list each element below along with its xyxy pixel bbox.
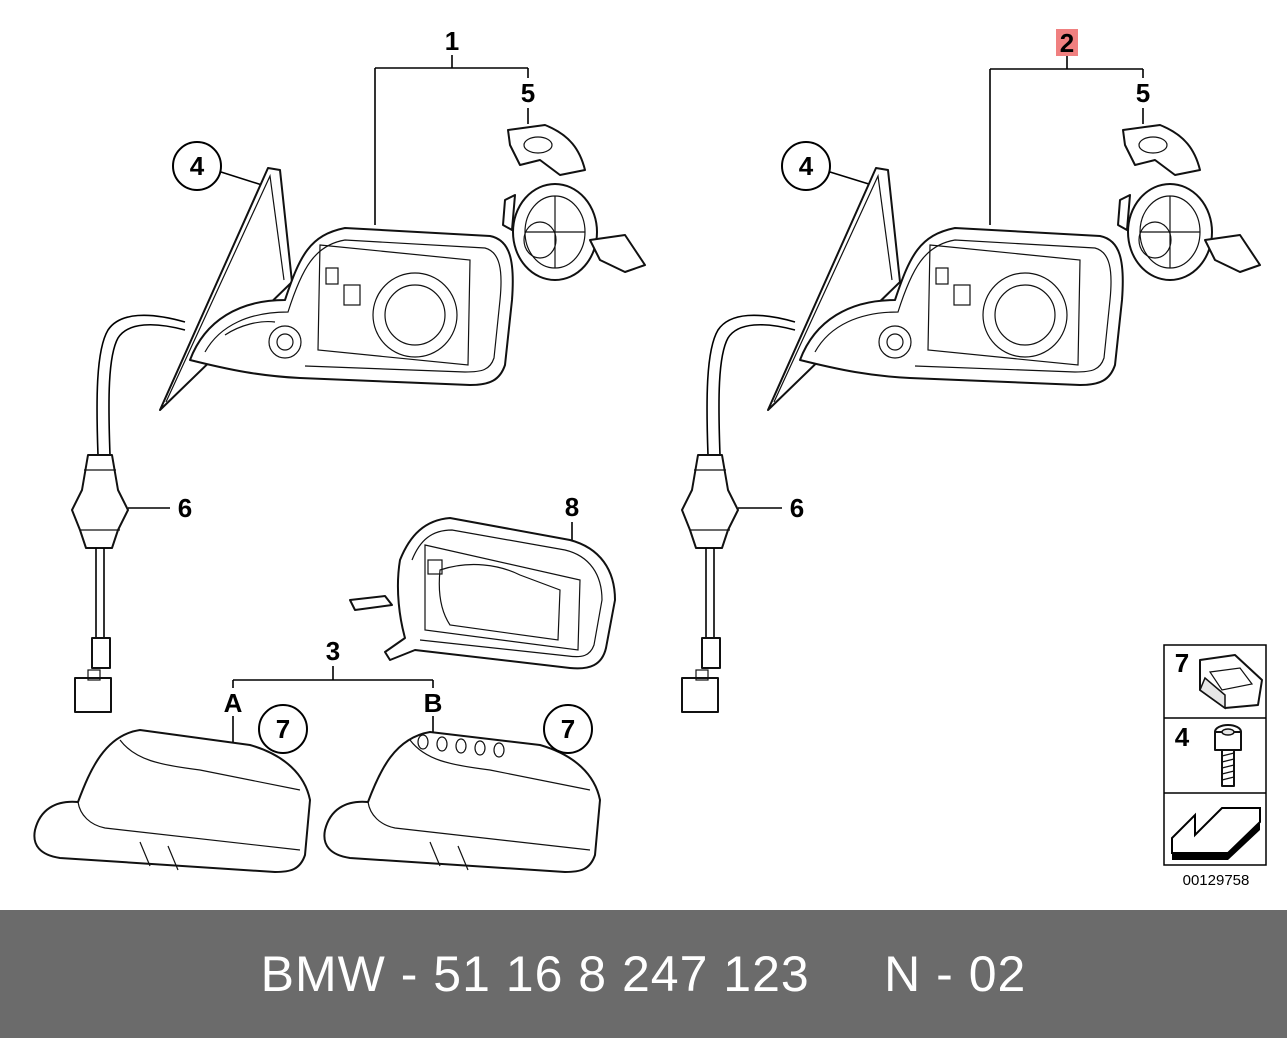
- legend-number-4: 4: [1175, 722, 1190, 752]
- callout-1: 1: [445, 26, 459, 56]
- clip-icon: [1199, 654, 1263, 710]
- mirror-frame: 8: [349, 492, 616, 670]
- wiring-cable-right: [681, 314, 796, 713]
- callout-6-left: 6: [178, 493, 192, 523]
- parts-diagram: 1 5 4: [33, 26, 1267, 889]
- callout-circle-4-left: [172, 141, 222, 191]
- mirror-housing-left: [189, 227, 514, 386]
- callout-3: 3: [326, 636, 340, 666]
- diagram-id: 00129758: [1183, 872, 1250, 889]
- left-mirror-assembly: 1 5 4: [33, 26, 646, 873]
- actuator-left: [502, 124, 646, 281]
- mirror-housing-right: [799, 227, 1124, 386]
- callout-6-right: 6: [790, 493, 804, 523]
- wiring-cable-left: [71, 314, 186, 713]
- legend-box: 7 4 00129758: [1163, 644, 1267, 889]
- callout-a: A: [224, 688, 243, 718]
- callout-circle-4-right: [781, 141, 831, 191]
- callout-7-a: 7: [276, 714, 290, 744]
- screw-icon: [1214, 724, 1242, 787]
- callout-4-left: 4: [190, 151, 205, 181]
- footer-bar: BMW - 51 16 8 247 123 N - 02: [0, 910, 1287, 1038]
- cover-group: 3 A B 7: [33, 636, 601, 873]
- callout-5-right: 5: [1136, 78, 1150, 108]
- callout-4-right: 4: [799, 151, 814, 181]
- callout-circle-7-a: [258, 704, 308, 754]
- actuator-right: [1117, 124, 1261, 281]
- callout-5-left: 5: [521, 78, 535, 108]
- part-number-text: BMW - 51 16 8 247 123 N - 02: [260, 946, 1027, 1002]
- callout-7-b: 7: [561, 714, 575, 744]
- callout-8: 8: [565, 492, 579, 522]
- arrow-icon: [1171, 807, 1261, 860]
- callout-2: 2: [1060, 28, 1074, 58]
- callout-b: B: [424, 688, 443, 718]
- legend-number-7: 7: [1175, 648, 1189, 678]
- mirror-cover-b: [323, 731, 601, 873]
- highlight-2: [1056, 29, 1078, 56]
- right-mirror-assembly: 2 5 4: [681, 28, 1261, 713]
- callout-circle-7-b: [543, 704, 593, 754]
- mirror-cover-a: [33, 729, 311, 873]
